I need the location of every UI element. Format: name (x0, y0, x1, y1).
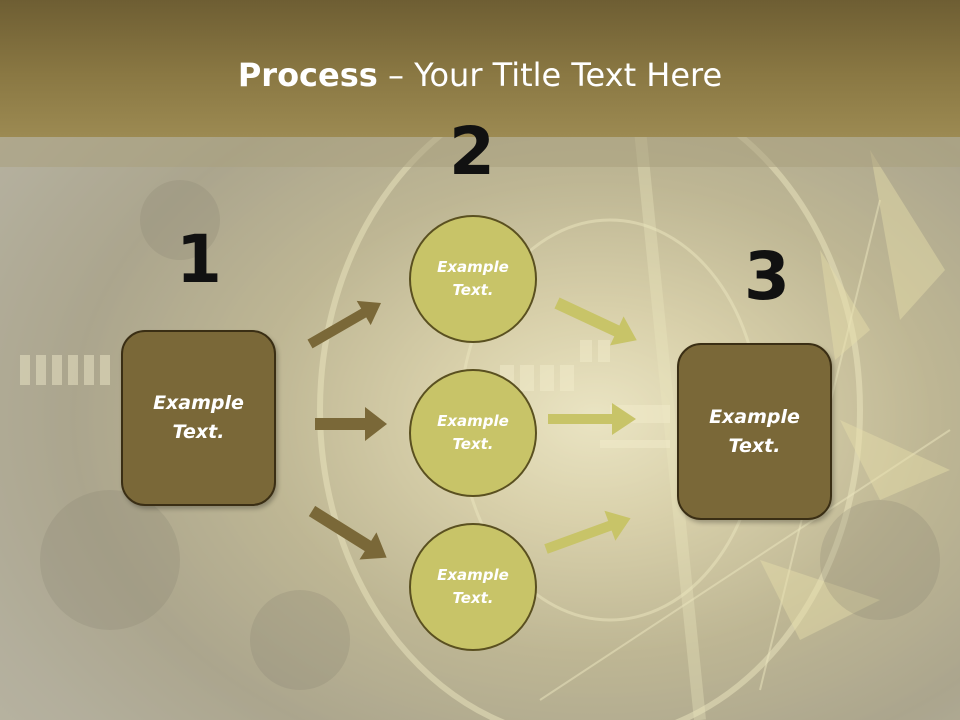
right-box-label: Example Text. (709, 405, 800, 457)
circle-middle: Example Text. (409, 369, 537, 497)
title-bar (0, 0, 960, 137)
circle-middle-label: Example Text. (437, 412, 509, 453)
step-number-2: 2 (449, 113, 495, 190)
title-rest: – Your Title Text Here (377, 56, 723, 94)
circle-top-label: Example Text. (437, 258, 509, 299)
title-bold: Process (237, 56, 378, 94)
circle-top: Example Text. (409, 215, 537, 343)
step-number-1: 1 (176, 221, 222, 298)
circle-bottom-label: Example Text. (437, 566, 509, 607)
arrow-right-middle (548, 403, 636, 435)
left-box-label: Example Text. (153, 392, 244, 443)
arrow-right-bottom (544, 510, 631, 554)
step-number-3: 3 (744, 238, 790, 315)
slide-title: Process – Your Title Text Here (0, 52, 960, 98)
arrow-left-bottom (308, 505, 387, 560)
left-box: Example Text. (121, 330, 276, 506)
arrow-right-top (554, 297, 637, 346)
right-box: Example Text. (677, 343, 832, 520)
arrow-left-middle (315, 407, 387, 441)
circle-bottom: Example Text. (409, 523, 537, 651)
arrow-left-top (307, 300, 382, 349)
title-band (0, 137, 960, 167)
